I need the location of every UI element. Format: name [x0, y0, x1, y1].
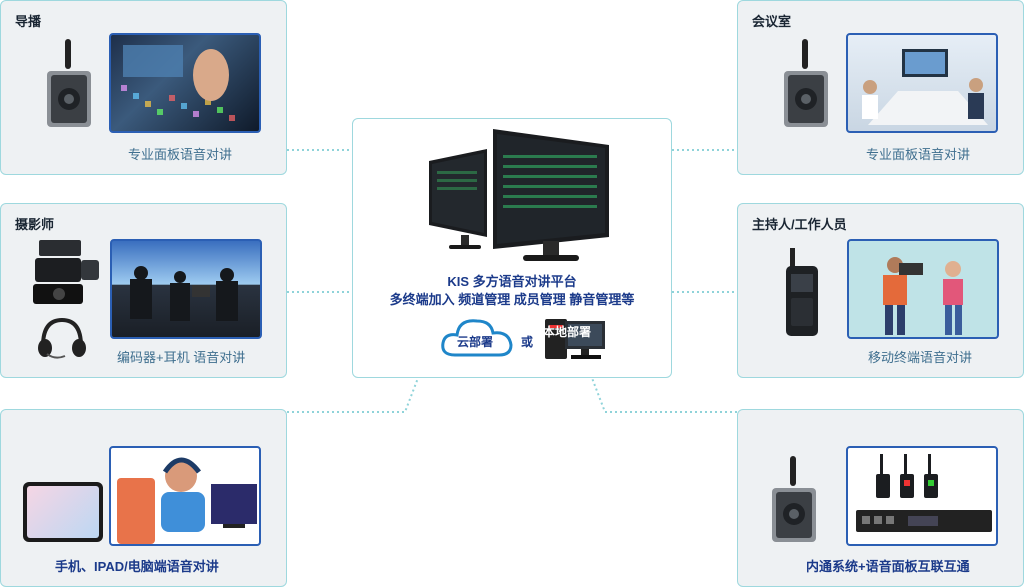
panel-caption: 内通系统+语音面板互联互通 — [806, 559, 970, 574]
panel-camera: 摄影师 编码器+耳机 语音对讲 — [0, 203, 287, 378]
panel-title: 会议室 — [752, 14, 792, 29]
talkback-panel-icon — [772, 456, 816, 542]
panel-mobile: 手机、IPAD/电脑端语音对讲 — [0, 409, 287, 587]
panel-caption: 编码器+耳机 语音对讲 — [117, 350, 246, 365]
panel-host: 主持人/工作人员 移动终端语音对讲 — [737, 203, 1024, 378]
panel-caption: 专业面板语音对讲 — [866, 147, 971, 162]
platform-features: 多终端加入 频道管理 成员管理 静音管理等 — [389, 292, 635, 307]
studio-camera-photo — [110, 239, 262, 339]
monitor-right-icon — [493, 129, 609, 261]
talkback-panel-icon — [47, 39, 91, 127]
or-label: 或 — [521, 335, 534, 349]
platform-center-box: KIS 多方语音对讲平台 多终端加入 频道管理 成员管理 静音管理等 云部署 或… — [352, 118, 672, 378]
cloud-deploy-label: 云部署 — [457, 335, 494, 349]
gamer-illustration — [109, 446, 261, 546]
tablet-icon — [23, 482, 103, 542]
panel-title: 摄影师 — [15, 217, 55, 232]
meeting-room-photo — [846, 33, 998, 133]
headset-icon — [38, 317, 86, 359]
panel-intercom: 内通系统+语音面板互联互通 — [737, 409, 1024, 587]
local-server-icon — [545, 319, 605, 359]
interview-illustration — [847, 239, 999, 339]
platform-title: KIS 多方语音对讲平台 — [447, 274, 577, 289]
panel-director: 导播 专业面板语音对讲 — [0, 0, 287, 175]
panel-caption: 移动终端语音对讲 — [868, 350, 973, 365]
cloud-icon — [441, 319, 513, 357]
mixing-console-photo — [109, 33, 261, 133]
local-deploy-label: 本地部署 — [543, 325, 592, 339]
camera-encoder-icon — [33, 240, 99, 304]
panel-caption: 专业面板语音对讲 — [128, 147, 233, 162]
walkie-talkie-icon — [786, 248, 818, 336]
panel-title: 主持人/工作人员 — [752, 217, 847, 232]
monitor-left-icon — [429, 149, 487, 249]
panel-title: 导播 — [15, 14, 42, 29]
panel-caption: 手机、IPAD/电脑端语音对讲 — [55, 559, 219, 574]
intercom-system-photo — [846, 446, 998, 546]
panel-meeting: 会议室 专业面板语音对讲 — [737, 0, 1024, 175]
talkback-panel-icon — [784, 39, 828, 127]
